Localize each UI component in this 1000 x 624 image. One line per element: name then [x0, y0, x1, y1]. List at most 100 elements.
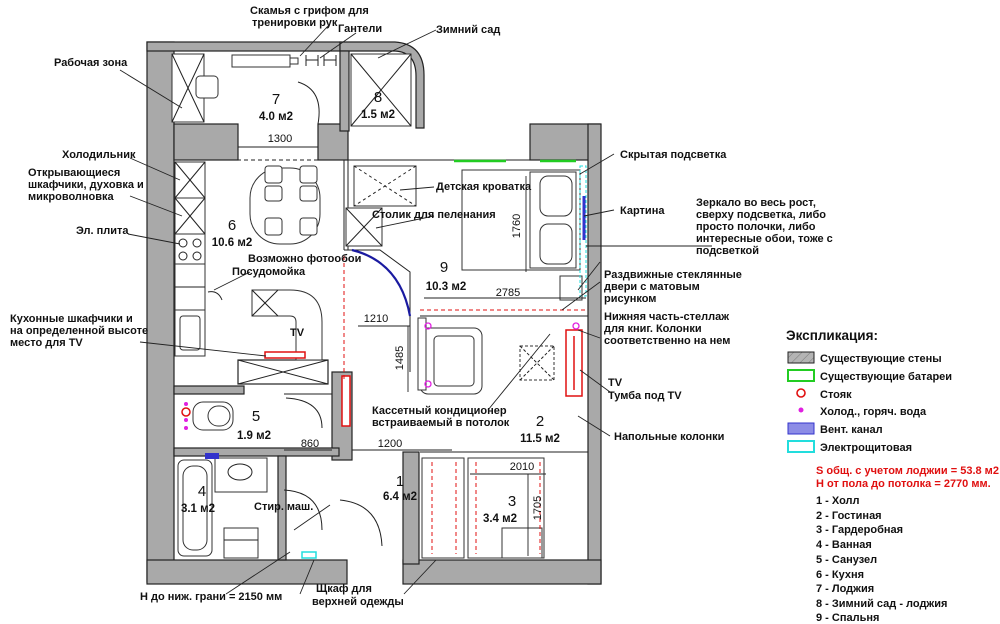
dim-1300: 1300 — [268, 133, 292, 145]
callouts: Скамья с грифом для тренировки рук Ганте… — [10, 5, 833, 608]
room-list-3: 3 - Гардеробная — [816, 524, 903, 536]
cabinets-label-1: Открывающиеся — [28, 167, 120, 179]
picture-label: Картина — [620, 205, 665, 217]
wardrobe-label-1: Щкаф для — [316, 583, 372, 595]
legend-swatch-vent — [787, 422, 815, 435]
dim-2785: 2785 — [496, 287, 520, 299]
photowall-label: Возможно фотообои — [248, 253, 361, 265]
dimension-values: 1300 1760 2785 1210 1485 860 1200 2010 1… — [268, 133, 544, 520]
room-4-number: 4 — [198, 483, 206, 500]
mirror-label-5: подсветкой — [696, 245, 759, 257]
room-3-number: 3 — [508, 493, 516, 510]
room-labels: 1 6.4 м2 2 11.5 м2 3 3.4 м2 4 3.1 м2 5 1… — [181, 89, 560, 525]
cabinets-label-3: микроволновка — [28, 191, 115, 203]
dim-1705: 1705 — [532, 496, 544, 520]
partitions — [174, 159, 588, 457]
room-list-2: 2 - Гостиная — [816, 510, 882, 522]
shelving-label-2: для книг. Колонки — [604, 323, 702, 335]
total-area: S общ. с учетом лоджии = 53.8 м2 — [816, 465, 999, 477]
legend-water: Холод., горяч. вода — [820, 406, 927, 418]
room-6-area: 10.6 м2 — [212, 237, 252, 249]
room-9-number: 9 — [440, 259, 448, 276]
legend-riser: Стояк — [820, 389, 852, 401]
dim-2010: 2010 — [510, 461, 534, 473]
dishwasher-label: Посудомойка — [232, 266, 306, 278]
bench-label-1: Скамья с грифом для — [250, 5, 369, 17]
legend-swatch-radiators — [787, 369, 815, 382]
kitchen-tv-label-2: на определенной высоте — [10, 325, 148, 337]
tv-label: TV — [608, 377, 623, 389]
room-list-7: 7 - Лоджия — [816, 583, 874, 595]
mirror-label-3: просто полочки, либо — [696, 221, 816, 233]
legend-swatch-water — [798, 407, 804, 413]
room-1-area: 6.4 м2 — [383, 491, 417, 503]
dim-1485: 1485 — [394, 346, 406, 370]
utility-markers — [181, 159, 587, 559]
bench-label-2: тренировки рук — [252, 17, 338, 29]
ceiling-lines — [343, 256, 588, 554]
room-4-area: 3.1 м2 — [181, 503, 215, 515]
wardrobe-label-2: верхней одежды — [312, 596, 404, 608]
room-list-6: 6 - Кухня — [816, 569, 864, 581]
legend-swatch-panel — [787, 440, 815, 453]
room-2-area: 11.5 м2 — [520, 433, 560, 445]
legend-swatch-riser — [796, 388, 806, 398]
stove-label: Эл. плита — [76, 225, 129, 237]
dimension-lines — [238, 146, 586, 556]
room-8-area: 1.5 м2 — [361, 109, 395, 121]
kitchen-tv-label-3: место для TV — [10, 337, 83, 349]
washer-label: Стир. маш. — [254, 501, 313, 513]
ceiling-height: H от пола до потолка = 2770 мм. — [816, 478, 991, 490]
room-list-9: 9 - Спальня — [816, 612, 879, 624]
legend-panel: Электрощитовая — [820, 442, 912, 454]
mirror-label-2: сверху подсветка, либо — [696, 209, 826, 221]
room-7-area: 4.0 м2 — [259, 111, 293, 123]
hidden-light-label: Скрытая подсветка — [620, 149, 727, 161]
glass-doors-label-2: двери с матовым — [604, 281, 700, 293]
room-2-number: 2 — [536, 413, 544, 430]
shelving-label-3: соответственно на нем — [604, 335, 730, 347]
height-note: H до ниж. грани = 2150 мм — [140, 591, 282, 603]
furniture — [171, 53, 583, 559]
room-list-1: 1 - Холл — [816, 495, 860, 507]
work-zone-label: Рабочая зона — [54, 57, 128, 69]
shelving-label-1: Нижняя часть-стеллаж — [604, 311, 729, 323]
dim-1200: 1200 — [378, 438, 402, 450]
kitchen-tv-label-1: Кухонные шкафчики и — [10, 313, 133, 325]
glass-doors-label-1: Раздвижные стеклянные — [604, 269, 742, 281]
changing-table-label: Столик для пеленания — [372, 209, 496, 221]
legend-vent: Вент. канал — [820, 424, 883, 436]
room-3-area: 3.4 м2 — [483, 513, 517, 525]
mirror-label-1: Зеркало во весь рост, — [696, 197, 816, 209]
legend-radiators: Существующие батареи — [820, 371, 952, 383]
tv-stand-label: Тумба под TV — [608, 390, 682, 402]
room-1-number: 1 — [396, 473, 404, 490]
kitchen-tv-mark: TV — [290, 327, 305, 339]
winter-garden-label: Зимний сад — [436, 24, 500, 36]
ac-label-2: встраиваемый в потолок — [372, 417, 510, 429]
room-5-number: 5 — [252, 408, 260, 425]
fridge-label: Холодильник — [62, 149, 136, 161]
room-list-4: 4 - Ванная — [816, 539, 872, 551]
dim-1760: 1760 — [511, 214, 523, 238]
legend-title: Экспликация: — [786, 328, 878, 343]
room-5-area: 1.9 м2 — [237, 430, 271, 442]
legend-walls: Существующие стены — [820, 353, 942, 365]
room-list-5: 5 - Санузел — [816, 554, 877, 566]
leader-lines — [119, 25, 712, 595]
room-7-number: 7 — [272, 91, 280, 108]
glass-doors-label-3: рисунком — [604, 293, 656, 305]
room-9-area: 10.3 м2 — [426, 281, 466, 293]
dim-860: 860 — [301, 438, 319, 450]
floor-speakers-label: Напольные колонки — [614, 431, 724, 443]
room-list-8: 8 - Зимний сад - лоджия — [816, 598, 947, 610]
mirror-label-4: интересные обои, тоже с — [696, 233, 833, 245]
dim-1210: 1210 — [364, 313, 388, 325]
ac-label-1: Кассетный кондиционер — [372, 405, 507, 417]
legend-swatch-walls — [787, 351, 815, 364]
room-8-number: 8 — [374, 89, 382, 106]
cabinets-label-2: шкафчики, духовка и — [28, 179, 144, 191]
dumbbells-label: Гантели — [338, 23, 382, 35]
crib-label: Детская кроватка — [436, 181, 532, 193]
